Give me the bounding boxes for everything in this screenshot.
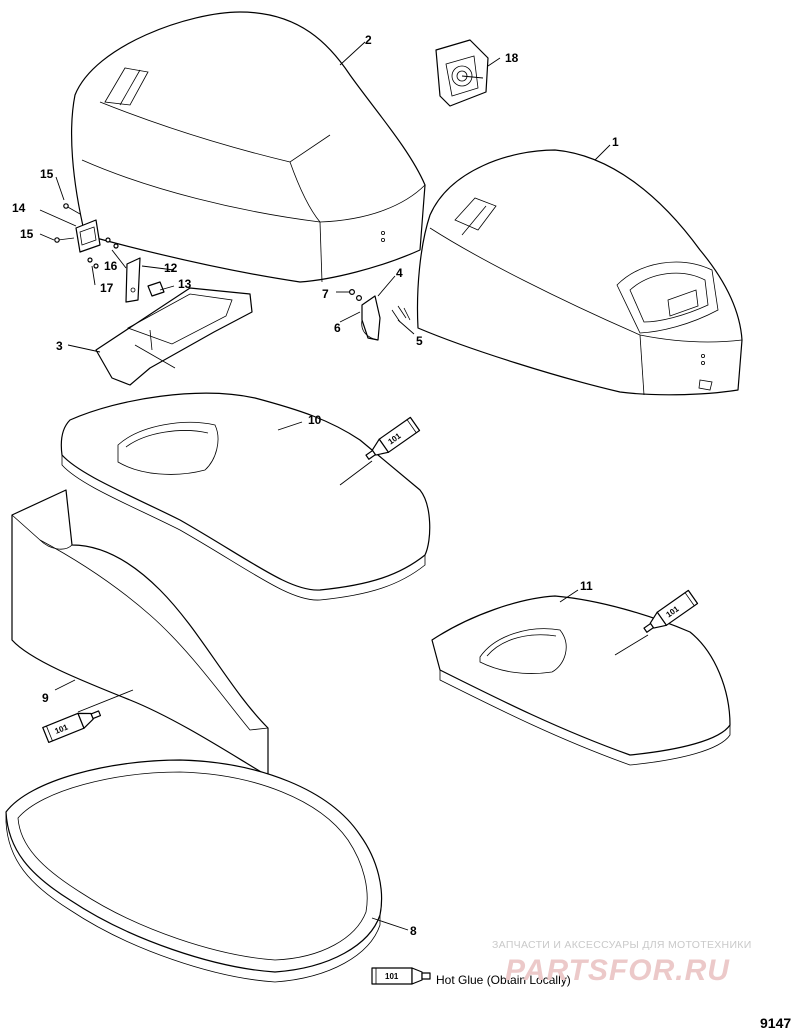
top-cowl-part-2	[70, 11, 426, 283]
figure-number: 9147	[760, 1015, 791, 1031]
callout-13: 13	[178, 277, 192, 291]
callout-3: 3	[56, 339, 63, 353]
callout-7: 7	[322, 287, 329, 301]
watermark: ЗАПЧАСТИ И АКСЕССУАРЫ ДЛЯ МОТОТЕХНИКИ PA…	[492, 939, 752, 987]
glue-tube-icon: 101	[643, 589, 699, 633]
pad-part-10	[60, 392, 431, 601]
rear-panel-part-18	[435, 39, 489, 107]
callout-6: 6	[334, 321, 341, 335]
callout-18: 18	[505, 51, 519, 65]
legend-code: 101	[385, 972, 399, 981]
callout-5: 5	[416, 334, 423, 348]
hardware-parts	[54, 203, 411, 341]
pad-part-11	[431, 595, 731, 766]
callout-15-left: 15	[20, 227, 34, 241]
gasket-part-8	[5, 759, 383, 983]
callout-labels: 1 2 3 4 5 6 7 8 9 10 11 12 13 14 15 15 1…	[12, 33, 619, 938]
watermark-tagline: ЗАПЧАСТИ И АКСЕССУАРЫ ДЛЯ МОТОТЕХНИКИ	[492, 939, 752, 951]
callout-16: 16	[104, 259, 118, 273]
callout-4: 4	[396, 266, 403, 280]
callout-15-top: 15	[40, 167, 54, 181]
watermark-logo: PARTSFOR.RU	[505, 954, 730, 987]
callout-17: 17	[100, 281, 114, 295]
legend: 101 Hot Glue (Obtain Locally)	[371, 967, 571, 987]
callout-11: 11	[580, 579, 593, 593]
callout-2: 2	[365, 33, 372, 47]
glue-tube-icon: 101	[42, 710, 102, 744]
callout-8: 8	[410, 924, 417, 938]
legend-glue-tube-icon: 101	[371, 967, 431, 985]
bottom-cowl-part-1	[416, 149, 743, 396]
glue-tube-icon: 101	[365, 416, 421, 460]
mounting-bracket-part-3	[95, 287, 253, 386]
pad-part-9	[11, 489, 269, 777]
leader-lines	[39, 41, 649, 931]
callout-14: 14	[12, 201, 26, 215]
callout-12: 12	[164, 261, 178, 275]
callout-1: 1	[612, 135, 619, 149]
callout-10: 10	[308, 413, 322, 427]
callout-9: 9	[42, 691, 49, 705]
legend-text: Hot Glue (Obtain Locally)	[436, 973, 571, 987]
